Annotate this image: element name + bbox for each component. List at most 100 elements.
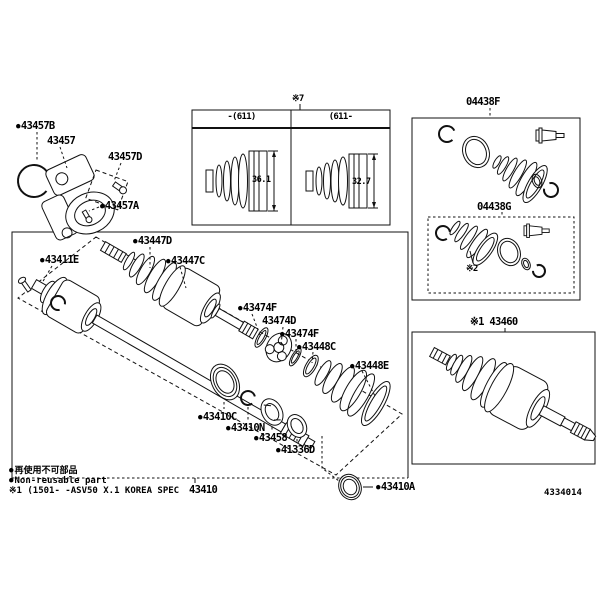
boot-kit-inner-box	[427, 212, 575, 294]
legend: ●再使用不可部品 ●Non-reusable part ※1 (1501- -A…	[9, 465, 179, 496]
joint-parts-43411e	[17, 276, 66, 311]
part-label-43410a: ●43410A	[376, 482, 415, 493]
boot-dimension-table	[191, 104, 391, 226]
part-number: 43457B	[20, 120, 55, 132]
part-number: 04438G	[477, 201, 511, 213]
header-text: (611-	[328, 112, 353, 122]
snap-ring-43410n	[240, 390, 256, 406]
dimension-value: 32.7	[352, 177, 371, 187]
seal-43410a	[338, 473, 362, 501]
axle-assembly-43460	[428, 346, 597, 442]
note-ref-2: ※2	[466, 265, 478, 274]
part-label-43457b: ●43457B	[16, 121, 55, 132]
nonreusable-dot: ●	[297, 342, 301, 351]
nonreusable-dot: ●	[350, 361, 354, 370]
boot-drawing-right	[305, 153, 378, 209]
nonreusable-dot: ●	[9, 475, 14, 485]
legend-line-jp: ●再使用不可部品	[9, 465, 179, 476]
bolt-43457a	[81, 209, 93, 224]
nonreusable-dot: ●	[40, 255, 44, 264]
part-number: 43410N	[230, 422, 265, 434]
nonreusable-dot: ●	[254, 433, 258, 442]
part-number: 43448C	[301, 341, 336, 353]
part-label-43457: 43457	[47, 135, 76, 147]
nonreusable-dot: ●	[133, 236, 137, 245]
part-label-43474f-1: ●43474F	[238, 303, 277, 314]
part-label-43474f-2: ●43474F	[280, 329, 319, 340]
boot-kit-outer-parts	[438, 125, 565, 204]
part-number: 43410A	[380, 481, 415, 493]
dimension-value: 36.1	[252, 175, 271, 185]
nonreusable-dot: ●	[280, 329, 284, 338]
snap-ring-43457b	[17, 164, 51, 198]
part-number: 43410	[189, 484, 218, 496]
dimension-left: 36.1	[252, 175, 271, 185]
legend-text: 再使用不可部品	[14, 466, 78, 476]
part-label-43457d: 43457D	[108, 152, 142, 163]
nonreusable-dot: ●	[166, 256, 170, 265]
part-label-43447d: ●43447D	[133, 236, 172, 247]
header-text: -(611)	[227, 112, 256, 122]
part-label-43411e: ●43411E	[40, 255, 79, 266]
part-label-43410c: ●43410C	[198, 412, 237, 423]
companion-flange-43457	[41, 154, 129, 241]
note-text: ※2	[466, 264, 478, 274]
legend-text: ※1 (1501- -ASV50 X.1 KOREA SPEC	[9, 486, 180, 497]
part-label-43448e: ●43448E	[350, 361, 389, 372]
nonreusable-dot: ●	[9, 465, 14, 474]
ring-41336d	[286, 414, 308, 438]
part-label-43410n: ●43410N	[226, 423, 265, 434]
part-number: 43457	[47, 135, 76, 147]
table-header-left: -(611)	[192, 113, 291, 122]
dimension-right: 32.7	[352, 177, 371, 187]
bolt-43457d	[111, 181, 128, 195]
nonreusable-dot: ●	[100, 201, 104, 210]
boot-drawing-left	[205, 150, 278, 212]
part-number: 43474F	[284, 328, 319, 340]
right-assembly-box	[411, 328, 596, 465]
kit-label-04438f: 04438F	[466, 97, 500, 108]
note-ref-7: ※7	[292, 95, 304, 104]
part-label-43457a: ●43457A	[100, 201, 139, 212]
nonreusable-dot: ●	[238, 303, 242, 312]
part-number: 41336D	[280, 444, 315, 456]
leader-lines	[36, 132, 376, 488]
nonreusable-dot: ●	[16, 121, 20, 130]
part-number: 43447C	[170, 255, 205, 267]
part-number: 43458	[258, 432, 288, 444]
legend-text: Non-reusable part	[14, 476, 107, 487]
part-label-43474d: 43474D	[262, 316, 296, 327]
nonreusable-dot: ●	[276, 445, 280, 454]
part-number: 43457D	[108, 151, 142, 163]
part-label-43447c: ●43447C	[166, 256, 205, 267]
part-number: 04438F	[466, 96, 500, 108]
nonreusable-dot: ●	[226, 423, 230, 432]
table-header-right: (611-	[291, 113, 390, 122]
inboard-shaft-assembly	[99, 240, 391, 427]
part-number: 43448E	[354, 360, 389, 372]
note-text: ※7	[292, 94, 304, 104]
bearing-43410c	[209, 363, 241, 401]
part-number: 43411E	[44, 254, 79, 266]
seal-43458	[260, 398, 284, 426]
kit-label-04438g: 04438G	[477, 202, 511, 213]
part-number: 43447D	[137, 235, 172, 247]
boot-kit-outer-box	[411, 108, 581, 301]
tripod-spider-43474d	[264, 332, 293, 363]
part-number: 43457A	[104, 200, 139, 212]
part-number: 43410C	[202, 411, 237, 423]
legend-line-note: ※1 (1501- -ASV50 X.1 KOREA SPEC	[9, 486, 179, 496]
part-label-43410: 43410	[189, 484, 218, 496]
legend-line-en: ●Non-reusable part	[9, 475, 179, 487]
nonreusable-dot: ●	[198, 412, 202, 421]
part-label-41336d: ●41336D	[276, 445, 315, 456]
figure-code: 4334014	[544, 488, 582, 498]
assembly-label-43460: ※1 43460	[470, 316, 518, 328]
nonreusable-dot: ●	[376, 482, 380, 491]
part-label-43458: ●43458	[254, 432, 288, 444]
part-number: 43474F	[242, 302, 277, 314]
figure-code-text: 4334014	[544, 488, 582, 498]
part-number: ※1 43460	[470, 316, 518, 328]
